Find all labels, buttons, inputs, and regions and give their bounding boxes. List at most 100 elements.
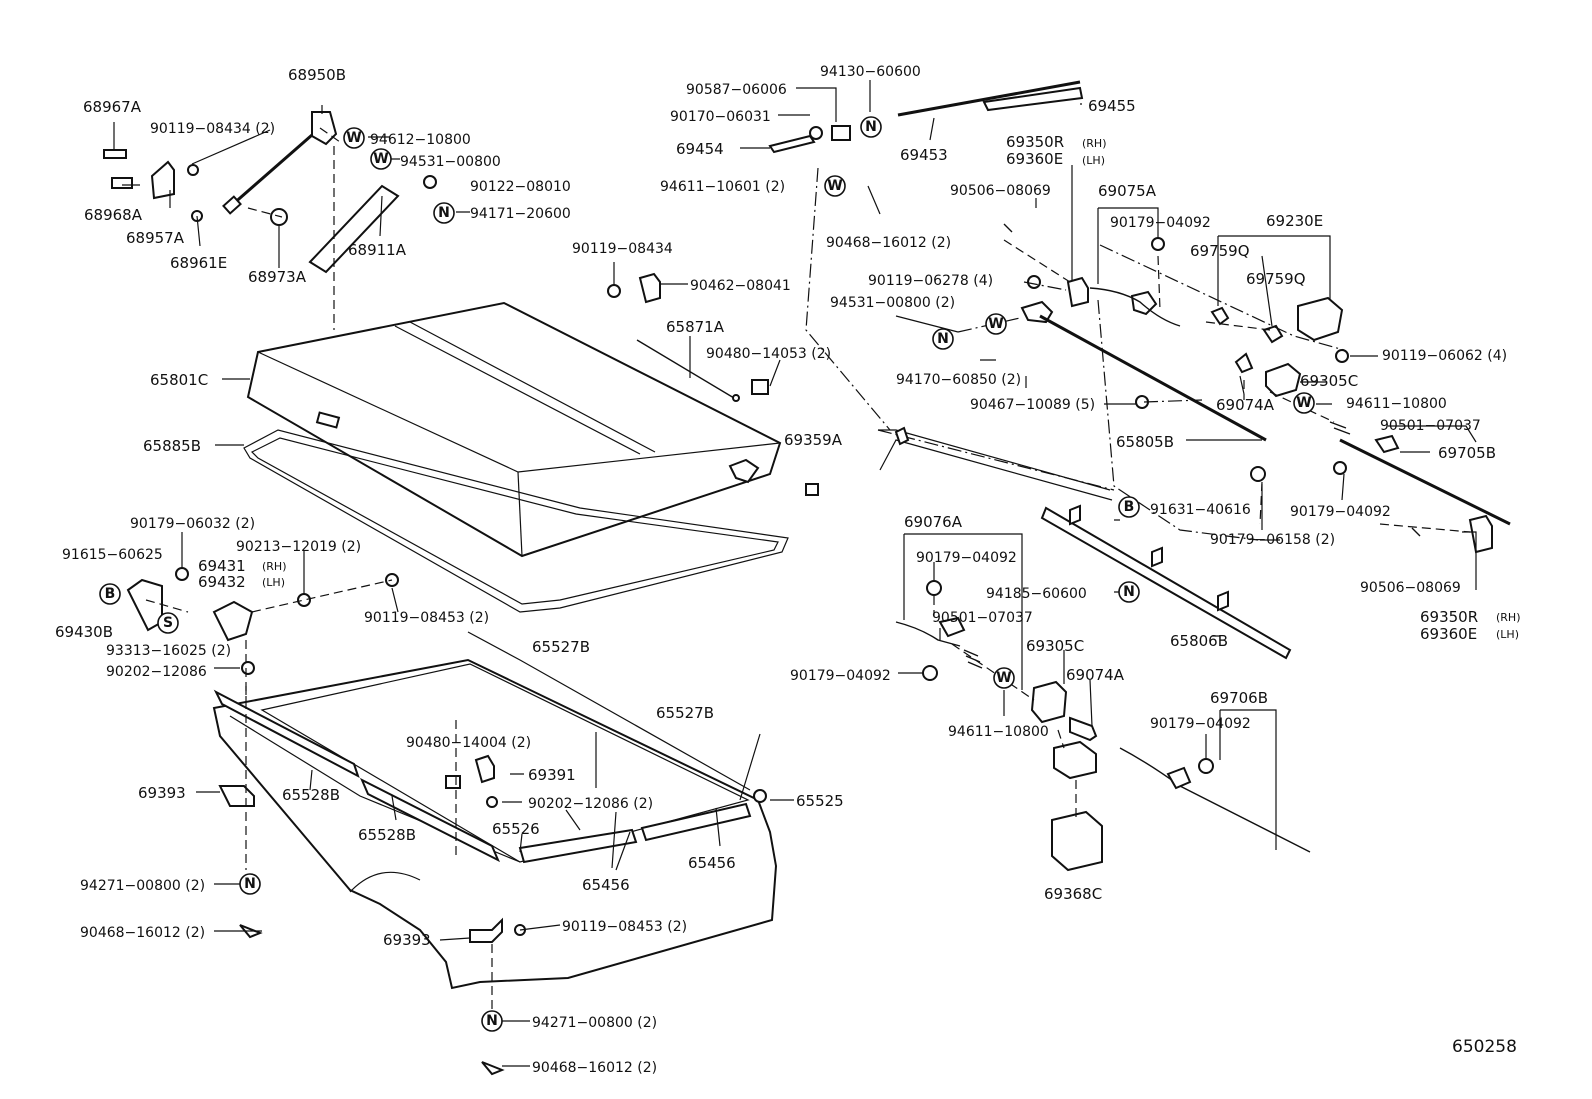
bracket-68957a (150, 160, 175, 200)
label-lh-bot: (LH) (1496, 628, 1519, 641)
bed-body (212, 658, 778, 990)
label-94611-10601: 94611−10601 (2) (660, 179, 785, 195)
nut-90179-06158 (1250, 466, 1266, 482)
label-65871a: 65871A (666, 318, 725, 336)
label-90179-06032: 90179−06032 (2) (130, 516, 255, 532)
label-94531-00800-2: 94531−00800 (2) (830, 295, 955, 311)
label-90506-08069-b: 90506−08069 (1360, 580, 1461, 596)
nut-90179-04092-e (1198, 758, 1214, 774)
label-90506-top: 90506−08069 (950, 183, 1051, 199)
label-69076a: 69076A (904, 513, 963, 531)
label-90480-14053: 90480−14053 (2) (706, 346, 831, 362)
bracket-69705b (1374, 434, 1400, 454)
label-94185-60600: 94185−60600 (986, 586, 1087, 602)
label-69454: 69454 (676, 140, 724, 158)
lock-69350r-bot (1468, 514, 1493, 554)
cover-69455 (982, 86, 1084, 112)
badge-n-14: N (239, 873, 261, 895)
svg-text:B: B (1124, 499, 1135, 515)
label-68961e: 68961E (170, 254, 227, 272)
label-91615-60625: 91615−60625 (62, 547, 163, 563)
label-90179-04092-d: 90179−04092 (790, 668, 891, 684)
clip-69359a (805, 483, 819, 496)
hinge-69431-body (212, 600, 254, 642)
label-69074a-a: 69074A (1216, 396, 1275, 414)
truck-bed (196, 631, 794, 1076)
lock-69305c-b (1030, 680, 1068, 724)
label-69360e-top: 69360E (1006, 150, 1063, 168)
badge-w-2: W (370, 148, 392, 170)
cover-69368c-a (1053, 740, 1097, 780)
lock-rods (877, 165, 1511, 590)
bush-90587 (831, 125, 851, 141)
badge-w-13: W (993, 667, 1015, 689)
label-90119-08434: 90119−08434 (572, 241, 673, 257)
rod-69705b (1339, 438, 1511, 526)
label-65526: 65526 (492, 820, 540, 838)
label-68967a: 68967A (83, 98, 142, 116)
bush-68973a (270, 208, 288, 226)
svg-text:W: W (988, 316, 1003, 332)
label-rh-bot: (RH) (1496, 611, 1521, 624)
label-69453: 69453 (900, 146, 948, 164)
label-90119-08453-a: 90119−08453 (2) (364, 610, 489, 626)
svg-text:W: W (827, 178, 842, 194)
label-90179-04092-b: 90179−04092 (1290, 504, 1391, 520)
cover-65456-b (640, 802, 752, 842)
label-69230e: 69230E (1266, 212, 1323, 230)
rod-69706b (1119, 747, 1311, 853)
label-69430b: 69430B (55, 623, 113, 641)
label-68957a: 68957A (126, 229, 185, 247)
rod-65806b-bar (1040, 506, 1292, 660)
label-94170-60850: 94170−60850 (2) (896, 372, 1021, 388)
washer-90202-mid (486, 796, 498, 808)
latch-69359a-body (728, 458, 760, 484)
label-65806b: 65806B (1170, 632, 1228, 650)
svg-text:N: N (486, 1013, 498, 1029)
label-90179-04092-a: 90179−04092 (1110, 215, 1211, 231)
label-91631-40616: 91631−40616 (1150, 502, 1251, 518)
label-68950b: 68950B (288, 66, 346, 84)
svg-text:N: N (244, 876, 256, 892)
lower-right-parts (895, 533, 1311, 872)
cylinder-69074a-b (1069, 716, 1098, 742)
label-90119-08453-b: 90119−08453 (2) (562, 919, 687, 935)
lock-69350r-top (1066, 276, 1089, 308)
badge-n-10: N (1118, 581, 1140, 603)
svg-text:N: N (1123, 584, 1135, 600)
label-65527b-a: 65527B (532, 638, 590, 656)
strut-rod (231, 126, 321, 207)
label-rh-left: (RH) (262, 560, 287, 573)
label-90179-04092-c: 90179−04092 (916, 550, 1017, 566)
bracket-69393-b (469, 917, 503, 943)
clip-90468-top (867, 185, 881, 215)
cable-69075a-body (1130, 290, 1158, 316)
label-94531-00800: 94531−00800 (400, 154, 501, 170)
label-lh-left: (LH) (262, 576, 285, 589)
label-69393-b: 69393 (383, 931, 431, 949)
label-65885b: 65885B (143, 437, 201, 455)
nut-90179-04092-d (922, 665, 938, 681)
label-90501-07037-b: 90501−07037 (932, 610, 1033, 626)
strut-cover (308, 184, 400, 274)
diagram-code: 650258 (1452, 1037, 1517, 1057)
springs-90506 (1003, 223, 1421, 537)
bracket-90462 (638, 272, 661, 304)
clip-90468-bot (481, 1061, 505, 1076)
badge-n-15: N (481, 1010, 503, 1032)
label-94271-00800-b: 94271−00800 (2) (532, 1015, 657, 1031)
label-94612-10800: 94612−10800 (370, 132, 471, 148)
label-69431: 69431 (198, 557, 246, 575)
cable-69076a (895, 621, 961, 647)
label-69455: 69455 (1088, 97, 1136, 115)
label-69432: 69432 (198, 573, 246, 591)
clip-90213 (297, 593, 311, 607)
label-69759q-a: 69759Q (1190, 242, 1250, 260)
tailgate (878, 426, 1113, 501)
label-68968a: 68968A (84, 206, 143, 224)
label-65456-b: 65456 (688, 854, 736, 872)
cable-69075a (1089, 287, 1181, 327)
label-90467-10089: 90467−10089 (5) (970, 397, 1095, 413)
rod-65806b (1040, 504, 1292, 660)
